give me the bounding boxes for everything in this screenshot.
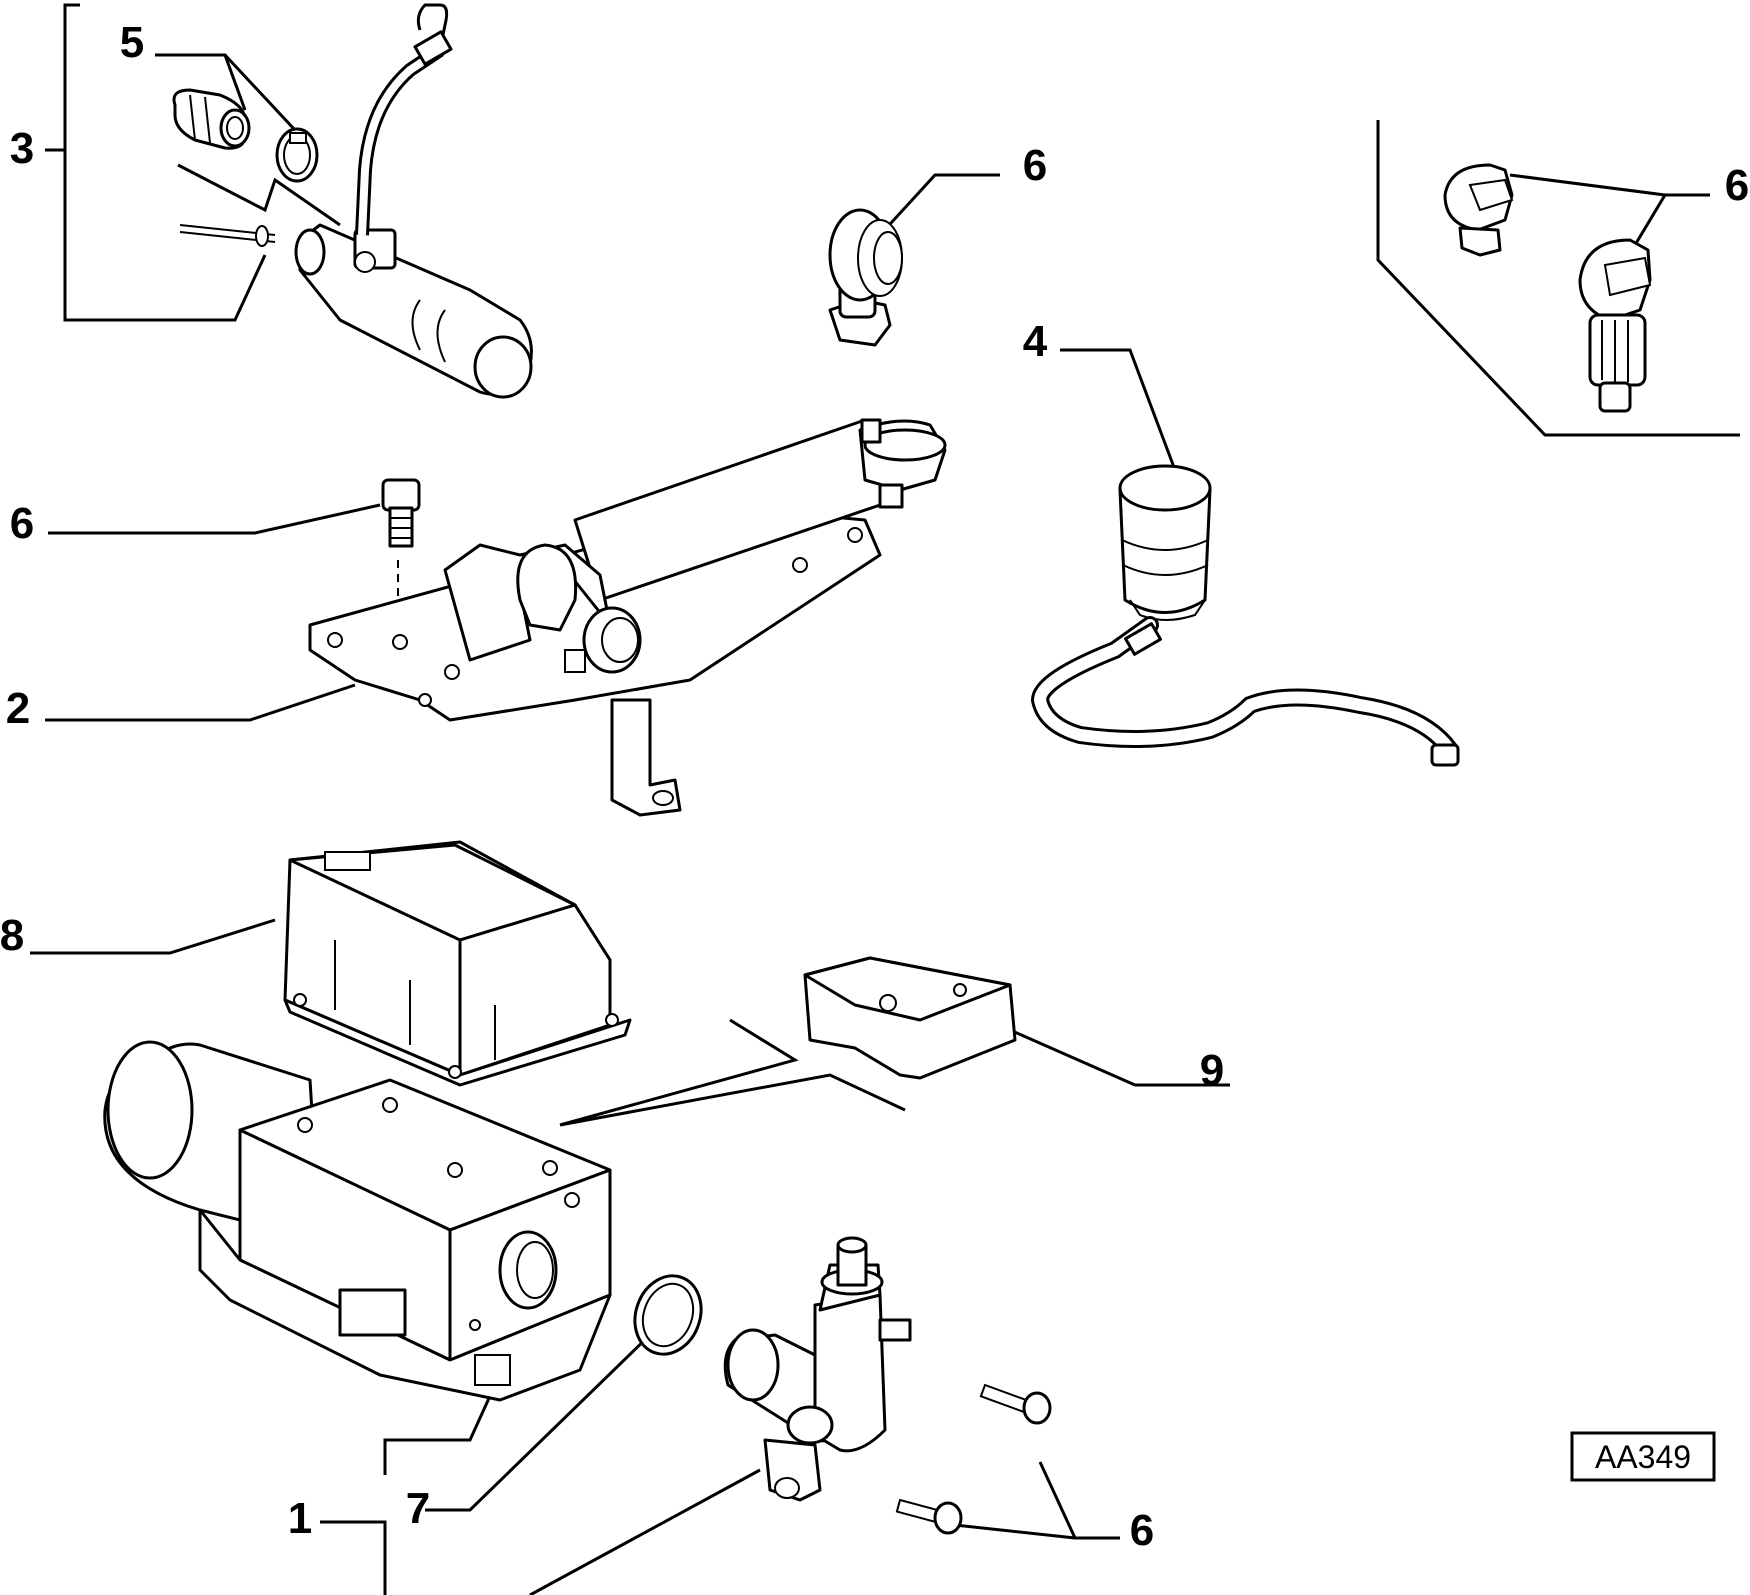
part-9-leader bbox=[559, 1018, 906, 1127]
callout-4: 4 bbox=[1023, 317, 1048, 366]
callout-6-right: 6 bbox=[1725, 161, 1749, 210]
callout-9: 9 bbox=[1200, 1046, 1224, 1095]
part-6-clips-right bbox=[1376, 120, 1740, 437]
callout-6-bottom: 6 bbox=[1130, 1506, 1154, 1555]
part-4-reservoir-with-hose bbox=[1030, 348, 1460, 767]
part-1-hydraulic-pump bbox=[103, 1040, 612, 1595]
callout-3: 3 bbox=[10, 124, 34, 173]
part-6-bolt-left bbox=[48, 478, 421, 640]
callout-8: 8 bbox=[0, 911, 24, 960]
callout-2: 2 bbox=[6, 684, 30, 733]
part-7-o-ring bbox=[425, 1274, 703, 1512]
callout-5: 5 bbox=[120, 18, 144, 67]
part-1-valve-fitting bbox=[529, 1236, 912, 1595]
part-9-sensor bbox=[803, 956, 1230, 1087]
callout-6-left: 6 bbox=[10, 499, 34, 548]
part-5-boot-and-clip bbox=[155, 53, 319, 183]
callout-7: 7 bbox=[406, 1484, 430, 1533]
part-8-control-unit bbox=[30, 840, 632, 1087]
callout-1: 1 bbox=[288, 1494, 312, 1543]
reference-code: AA349 bbox=[1595, 1439, 1691, 1475]
callout-6-top: 6 bbox=[1023, 141, 1047, 190]
part-6-pipe-clip-top bbox=[828, 173, 1000, 347]
reference-code-box bbox=[1570, 1431, 1716, 1482]
part-2-mounting-bracket bbox=[45, 418, 947, 817]
part-6-screws-bottom bbox=[895, 1383, 1120, 1540]
part-3-master-cylinder-group bbox=[45, 3, 533, 399]
